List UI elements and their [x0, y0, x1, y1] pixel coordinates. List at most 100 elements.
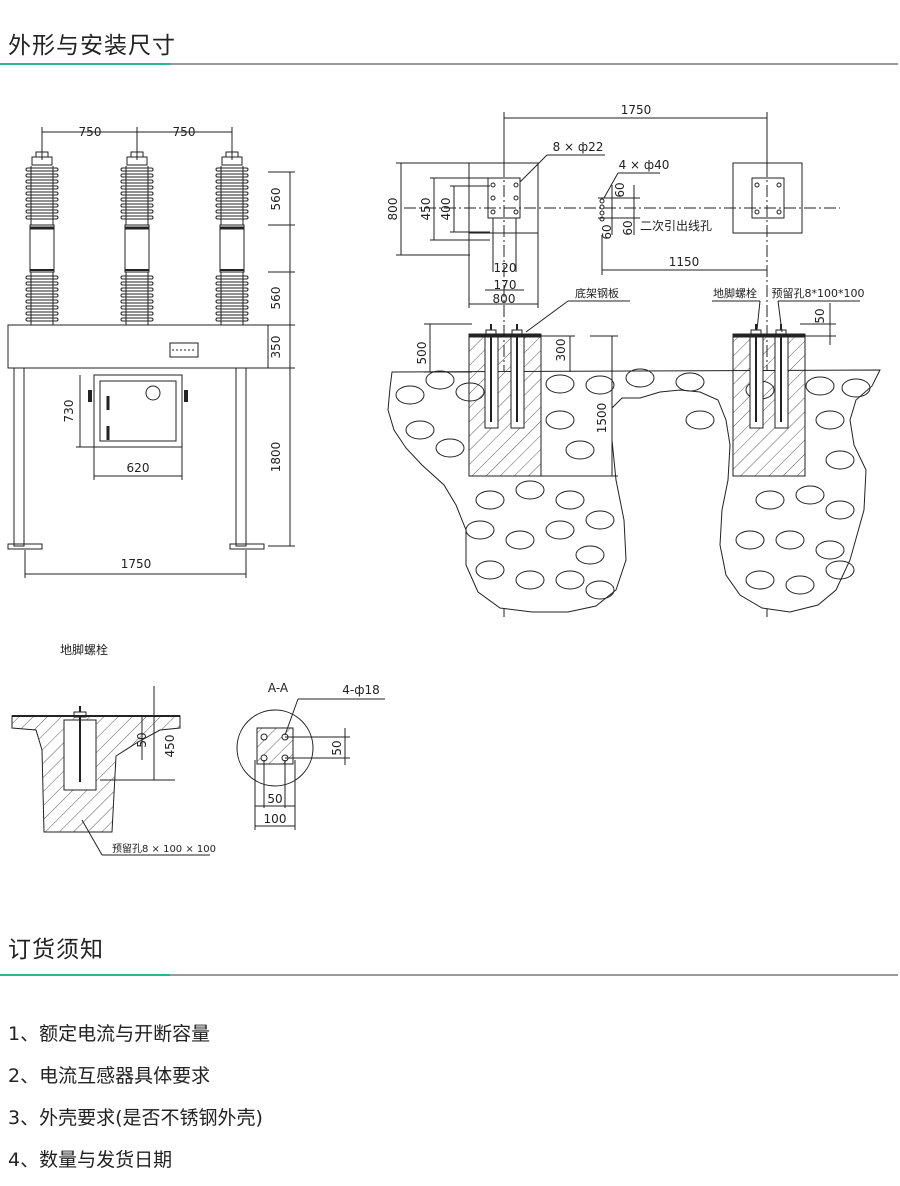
insulator-pole-1: [25, 151, 59, 325]
stone: [825, 450, 855, 470]
dim-foundation-300: 300: [554, 339, 568, 362]
stone: [585, 510, 615, 530]
section-aa-labels: A-A 4-ф18 50 50 100: [264, 681, 380, 826]
section-divider-order: [0, 974, 898, 976]
dim-plan-800-h: 800: [493, 292, 516, 306]
order-item-4: 4、数量与发货日期: [8, 1149, 173, 1171]
stone: [405, 420, 435, 440]
dim-upper-insulator: 560: [269, 188, 283, 211]
section-title-order: 订货须知: [8, 937, 104, 963]
foot-left: [7, 543, 43, 550]
foundation-labels: 底架钢板 地脚螺栓 预留孔8*100*100 50 500 300 1500: [415, 286, 865, 433]
label-base-plate: 底架钢板: [575, 286, 619, 300]
section-aa: [236, 698, 385, 830]
label-reserved-hole: 预留孔8*100*100: [772, 287, 865, 300]
front-view-labels: 750 750 560 560 350 730 620 1800 1750: [62, 125, 283, 571]
stone: [575, 545, 605, 565]
dim-plan-overall: 1750: [621, 103, 652, 117]
stone: [755, 490, 785, 510]
stone: [675, 372, 705, 392]
dim-box-height: 730: [62, 400, 76, 423]
breaker-body: [7, 324, 269, 369]
technical-drawing: 750 750 560 560 350 730 620 1800 1750: [7, 103, 881, 856]
stone: [625, 368, 655, 388]
dim-foundation-50: 50: [813, 308, 827, 323]
label-bolts-top: 8 × ф22: [553, 140, 604, 154]
stone: [545, 410, 575, 430]
dim-detail-450: 450: [163, 735, 177, 758]
order-item-1: 1、额定电流与开断容量: [8, 1023, 211, 1045]
foundation-section: [387, 300, 881, 613]
concrete-block-left: [468, 335, 542, 477]
stone: [785, 575, 815, 595]
section-divider-outline: [0, 63, 898, 65]
leg-right: [235, 367, 247, 547]
dim-plan-120: 120: [494, 261, 517, 275]
label-detail-title: 地脚螺栓: [60, 642, 108, 657]
order-item-3: 3、外壳要求(是否不锈钢外壳): [8, 1107, 263, 1129]
dim-box-width: 620: [127, 461, 150, 475]
stone: [565, 440, 595, 460]
stone: [555, 570, 585, 590]
mechanism-box: [93, 374, 183, 448]
dim-plan-60-a: 60: [613, 182, 627, 197]
dim-foundation-500: 500: [415, 342, 429, 365]
stone: [805, 376, 835, 396]
nameplate-grille: [169, 342, 199, 358]
stone: [815, 540, 845, 560]
stone: [585, 580, 615, 600]
label-section-aa-holes: 4-ф18: [342, 683, 380, 697]
stone: [735, 530, 765, 550]
anchor-detail: [11, 686, 210, 856]
dim-body-height: 350: [269, 336, 283, 359]
dim-foundation-1500: 1500: [595, 403, 609, 434]
stone: [825, 500, 855, 520]
dim-leg-height: 1800: [269, 442, 283, 473]
dim-aa-50-h: 50: [267, 792, 282, 806]
stone: [795, 485, 825, 505]
dim-plan-800-v: 800: [386, 198, 400, 221]
stone: [425, 370, 455, 390]
order-list: 1、额定电流与开断容量 2、电流互感器具体要求 3、外壳要求(是否不锈钢外壳) …: [8, 1018, 263, 1186]
stone: [515, 570, 545, 590]
label-detail-reserved-hole: 预留孔8 × 100 × 100: [112, 842, 216, 855]
dim-pole-spacing-1: 750: [79, 125, 102, 139]
divider-accent: [0, 63, 170, 65]
stone: [775, 530, 805, 550]
breather-icon: [145, 385, 161, 401]
section-title-outline: 外形与安装尺寸: [8, 33, 176, 59]
stone: [841, 378, 871, 398]
stone: [745, 570, 775, 590]
dim-lower-insulator: 560: [269, 287, 283, 310]
dim-aa-100: 100: [264, 812, 287, 826]
insulator-pole-2: [120, 151, 154, 325]
label-bolts-mid: 4 × ф40: [619, 158, 670, 172]
stone: [465, 520, 495, 540]
dim-aa-50-v: 50: [330, 740, 344, 755]
stone: [825, 560, 855, 580]
dim-plan-60-c: 60: [621, 220, 635, 235]
dim-overall-width: 1750: [121, 557, 152, 571]
stone: [585, 375, 615, 395]
label-section-aa: A-A: [268, 681, 289, 695]
stone: [395, 385, 425, 405]
front-view: [7, 127, 295, 578]
stone: [475, 490, 505, 510]
label-anchor-bolt: 地脚螺栓: [713, 286, 757, 300]
stone: [515, 480, 545, 500]
dim-plan-60-b: 60: [600, 224, 614, 239]
stone: [555, 490, 585, 510]
stone: [545, 520, 575, 540]
stone: [435, 438, 465, 458]
leg-left: [13, 367, 25, 547]
dim-plan-170: 170: [494, 278, 517, 292]
stone: [505, 530, 535, 550]
stone: [475, 560, 505, 580]
dim-pole-spacing-2: 750: [173, 125, 196, 139]
anchor-detail-labels: 地脚螺栓 50 450 预留孔8 × 100 × 100: [60, 642, 216, 855]
dim-plan-1150: 1150: [669, 255, 700, 269]
dim-plan-450: 450: [419, 198, 433, 221]
dim-detail-50: 50: [135, 732, 149, 747]
stone: [815, 410, 845, 430]
label-cable-hole: 二次引出线孔: [640, 219, 712, 233]
